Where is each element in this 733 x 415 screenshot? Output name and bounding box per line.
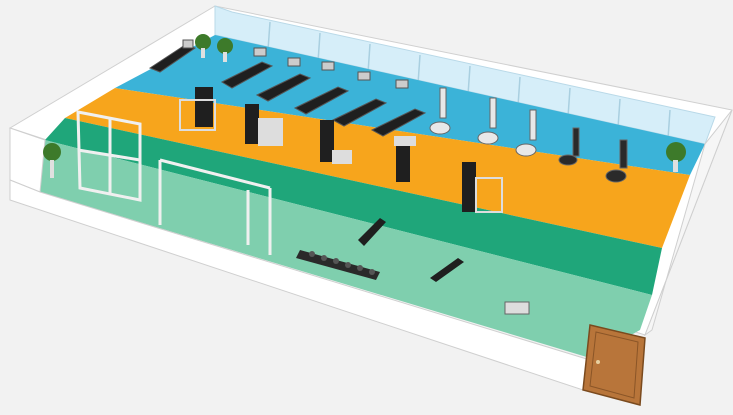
treadmill-icon xyxy=(293,61,350,115)
door-icon xyxy=(582,324,646,406)
strength-machine-icon xyxy=(462,162,503,213)
treadmill-icon xyxy=(255,57,312,102)
right-wall xyxy=(643,109,733,337)
strength-machine-icon xyxy=(394,136,416,182)
bench-area xyxy=(296,218,530,315)
strength-machine-icon xyxy=(245,104,283,146)
treadmill-icon xyxy=(220,47,274,89)
bench-icon xyxy=(358,218,386,246)
strength-machine-icon xyxy=(320,120,352,164)
window-mullions xyxy=(267,21,671,140)
floor-orange-zone xyxy=(65,88,690,248)
exercise-bike-icon xyxy=(605,139,628,183)
exercise-bike-icon xyxy=(558,127,580,166)
treadmill-icon xyxy=(148,39,197,73)
plant-icon xyxy=(43,34,686,178)
bike-row xyxy=(429,87,628,183)
treadmill-icon xyxy=(370,79,427,137)
treadmill-row xyxy=(148,39,427,137)
treadmill-icon xyxy=(331,71,388,127)
strength-machine-icon xyxy=(179,87,216,131)
dumbbell-rack-icon xyxy=(296,250,380,280)
exercise-bike-icon xyxy=(477,97,499,145)
squat-rack-icon xyxy=(76,110,142,202)
back-window-wall xyxy=(214,5,716,145)
exercise-bike-icon xyxy=(429,87,451,135)
floor-mint-zone xyxy=(40,140,652,358)
floor-green-zone xyxy=(45,118,662,295)
strength-machines xyxy=(179,87,503,213)
cable-crossover xyxy=(158,158,272,255)
bench-icon xyxy=(430,258,464,282)
exercise-bike-icon xyxy=(515,109,537,157)
bench-icon xyxy=(504,301,530,315)
